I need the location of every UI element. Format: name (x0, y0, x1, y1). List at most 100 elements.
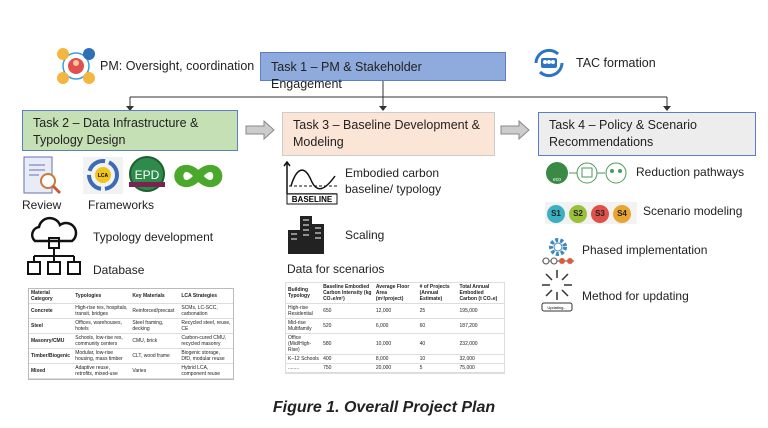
table-cell: Mid-rise Multifamily (288, 320, 312, 332)
table-header: Material Category (31, 290, 53, 302)
table-header: LCA Strategies (181, 293, 218, 299)
table-cell: Offices, warehouses, hotels (75, 320, 122, 332)
epd-icon: EPD (127, 155, 167, 200)
table-cell: 12,000 (375, 308, 392, 314)
database-label: Database (93, 263, 145, 277)
typology-label: Typology development (93, 230, 214, 244)
svg-text:EPD: EPD (135, 168, 160, 182)
table-cell: 520 (323, 323, 332, 329)
table-cell: 10,000 (375, 341, 392, 347)
table-cell: Hybrid LCA, component reuse (181, 365, 220, 377)
table-cell: CLT, wood frame (132, 353, 170, 359)
table-cell: Schools, low-rise res, community centers (75, 335, 123, 347)
table-cell: 60 (419, 323, 426, 329)
task1-box: Task 1 – PM & Stakeholder Engagement (260, 52, 506, 91)
table-row: Office (Mid/High-Rise) 580 10,000 40 232,000 (286, 334, 504, 355)
table-row: ........ 750 20,000 5 75,000 (286, 364, 504, 373)
table-cell: ........ (288, 365, 300, 371)
table-cell: 750 (323, 365, 332, 371)
table-row: Mixed Adaptive reuse, retrofits, mixed-us… (29, 364, 233, 379)
method-label: Method for updating (582, 289, 689, 303)
table-header: Building Typology (288, 287, 310, 299)
table-cell: High-rise Residential (288, 305, 313, 317)
table-cell: Office (Mid/High-Rise) (288, 335, 312, 353)
figure-caption: Figure 1. Overall Project Plan (272, 399, 496, 416)
table-cell: 400 (323, 356, 332, 362)
reduction-label: Reduction pathways (636, 165, 745, 179)
task3-box: Task 3 – Baseline Development & Modeling (282, 112, 495, 156)
table-header: Total Annual Embodied Carbon (t CO₂e) (459, 284, 498, 302)
lca-framework-icon: LCA (83, 157, 123, 194)
task2-box: Task 2 – Data Infrastructure & Typology … (22, 110, 238, 151)
table-cell: 5 (419, 365, 423, 371)
scenario-label: Scenario modeling (643, 204, 743, 218)
scaling-label: Scaling (345, 228, 385, 242)
table-cell: Reinforced/precast (132, 308, 175, 314)
pm-label: PM: Oversight, coordination (100, 59, 255, 73)
baseline-table: Building Typology Baseline Embodied Carbo… (285, 282, 505, 374)
table-cell: 25 (419, 308, 426, 314)
baseline-icon: BASELINE (283, 160, 341, 210)
table-row: Steel Offices, warehouses, hotels Steel fr… (29, 319, 233, 334)
phased-label: Phased implementation (582, 243, 708, 257)
scenario-s1-icon: S1 (547, 205, 565, 223)
table-cell: Varies (132, 368, 147, 374)
table-cell: Biogenic storage, DfD, modular reuse (181, 350, 225, 362)
table-cell: High-rise res, hospitals, transit, bridg… (75, 305, 128, 317)
table-row: Masonry/CMU Schools, low-rise res, commun… (29, 334, 233, 349)
tac-icon (530, 44, 568, 82)
tac-label: TAC formation (576, 56, 656, 70)
connector-lines (126, 81, 671, 141)
scenario-s3-icon: S3 (591, 205, 609, 223)
table-cell: Timber/Biogenic (31, 353, 71, 359)
table-cell: Modular, low-rise housing, mass timber (75, 350, 123, 362)
table-header: Typologies (75, 293, 102, 299)
table-cell: Recycled steel, reuse, CE (181, 320, 231, 332)
table-header: # of Projects (Annual Estimate) (419, 284, 450, 302)
table-cell: Steel (31, 323, 43, 329)
table-cell: 232,000 (459, 341, 478, 347)
table-cell: 195,000 (459, 308, 478, 314)
table-cell: 75,000 (459, 365, 475, 371)
circular-economy-icon (172, 160, 234, 197)
table-cell: 32,000 (459, 356, 475, 362)
svg-text:eco: eco (553, 177, 561, 183)
table-cell: Masonry/CMU (31, 338, 65, 344)
baseline-label: Embodied carbon baseline/ typology (345, 166, 442, 196)
task4-box: Task 4 – Policy & Scenario Recommendatio… (538, 112, 756, 156)
table-cell: 40 (419, 341, 426, 347)
table-cell: 650 (323, 308, 332, 314)
table-cell: Concrete (31, 308, 53, 314)
table-cell: Adaptive reuse, retrofits, mixed-use (75, 365, 118, 377)
table-row: Mid-rise Multifamily 520 6,000 60 187,200 (286, 319, 504, 334)
svg-text:BASELINE: BASELINE (292, 195, 333, 204)
review-label: Review (22, 198, 62, 212)
table-row: High-rise Residential 650 12,000 25 195,000 (286, 304, 504, 319)
scenario-s4-icon: S4 (613, 205, 631, 223)
table-cell: 580 (323, 341, 332, 347)
table-cell: K–12 Schools (288, 356, 319, 362)
table-cell: 187,200 (459, 323, 478, 329)
table-header: Average Floor Area (m²/project) (375, 284, 410, 302)
table-cell: SCMs, LC-SCC, carbonation (181, 305, 218, 317)
table-cell: CMU, brick (132, 338, 158, 344)
gear-icon (540, 237, 576, 270)
table-cell: Steel framing, decking (132, 320, 164, 332)
table-cell: Mixed (31, 368, 46, 374)
buildings-icon (286, 212, 326, 261)
table-row: Timber/Biogenic Modular, low-rise housing… (29, 349, 233, 364)
frameworks-label: Frameworks (88, 198, 155, 212)
reduction-pathways-icon: eco (545, 160, 629, 191)
updating-icon: Updating... (540, 268, 574, 317)
table-cell: 20,000 (375, 365, 392, 371)
table-cell: 6,000 (375, 323, 389, 329)
cloud-database-icon (25, 216, 83, 283)
table-cell: 8,000 (375, 356, 389, 362)
table-header: Baseline Embodied Carbon Intensity (kg C… (323, 284, 372, 302)
svg-text:Updating...: Updating... (547, 305, 566, 310)
data-scenarios-label: Data for scenarios (287, 262, 385, 276)
table-cell: Carbon-cured CMU, recycled masonry (181, 335, 227, 347)
